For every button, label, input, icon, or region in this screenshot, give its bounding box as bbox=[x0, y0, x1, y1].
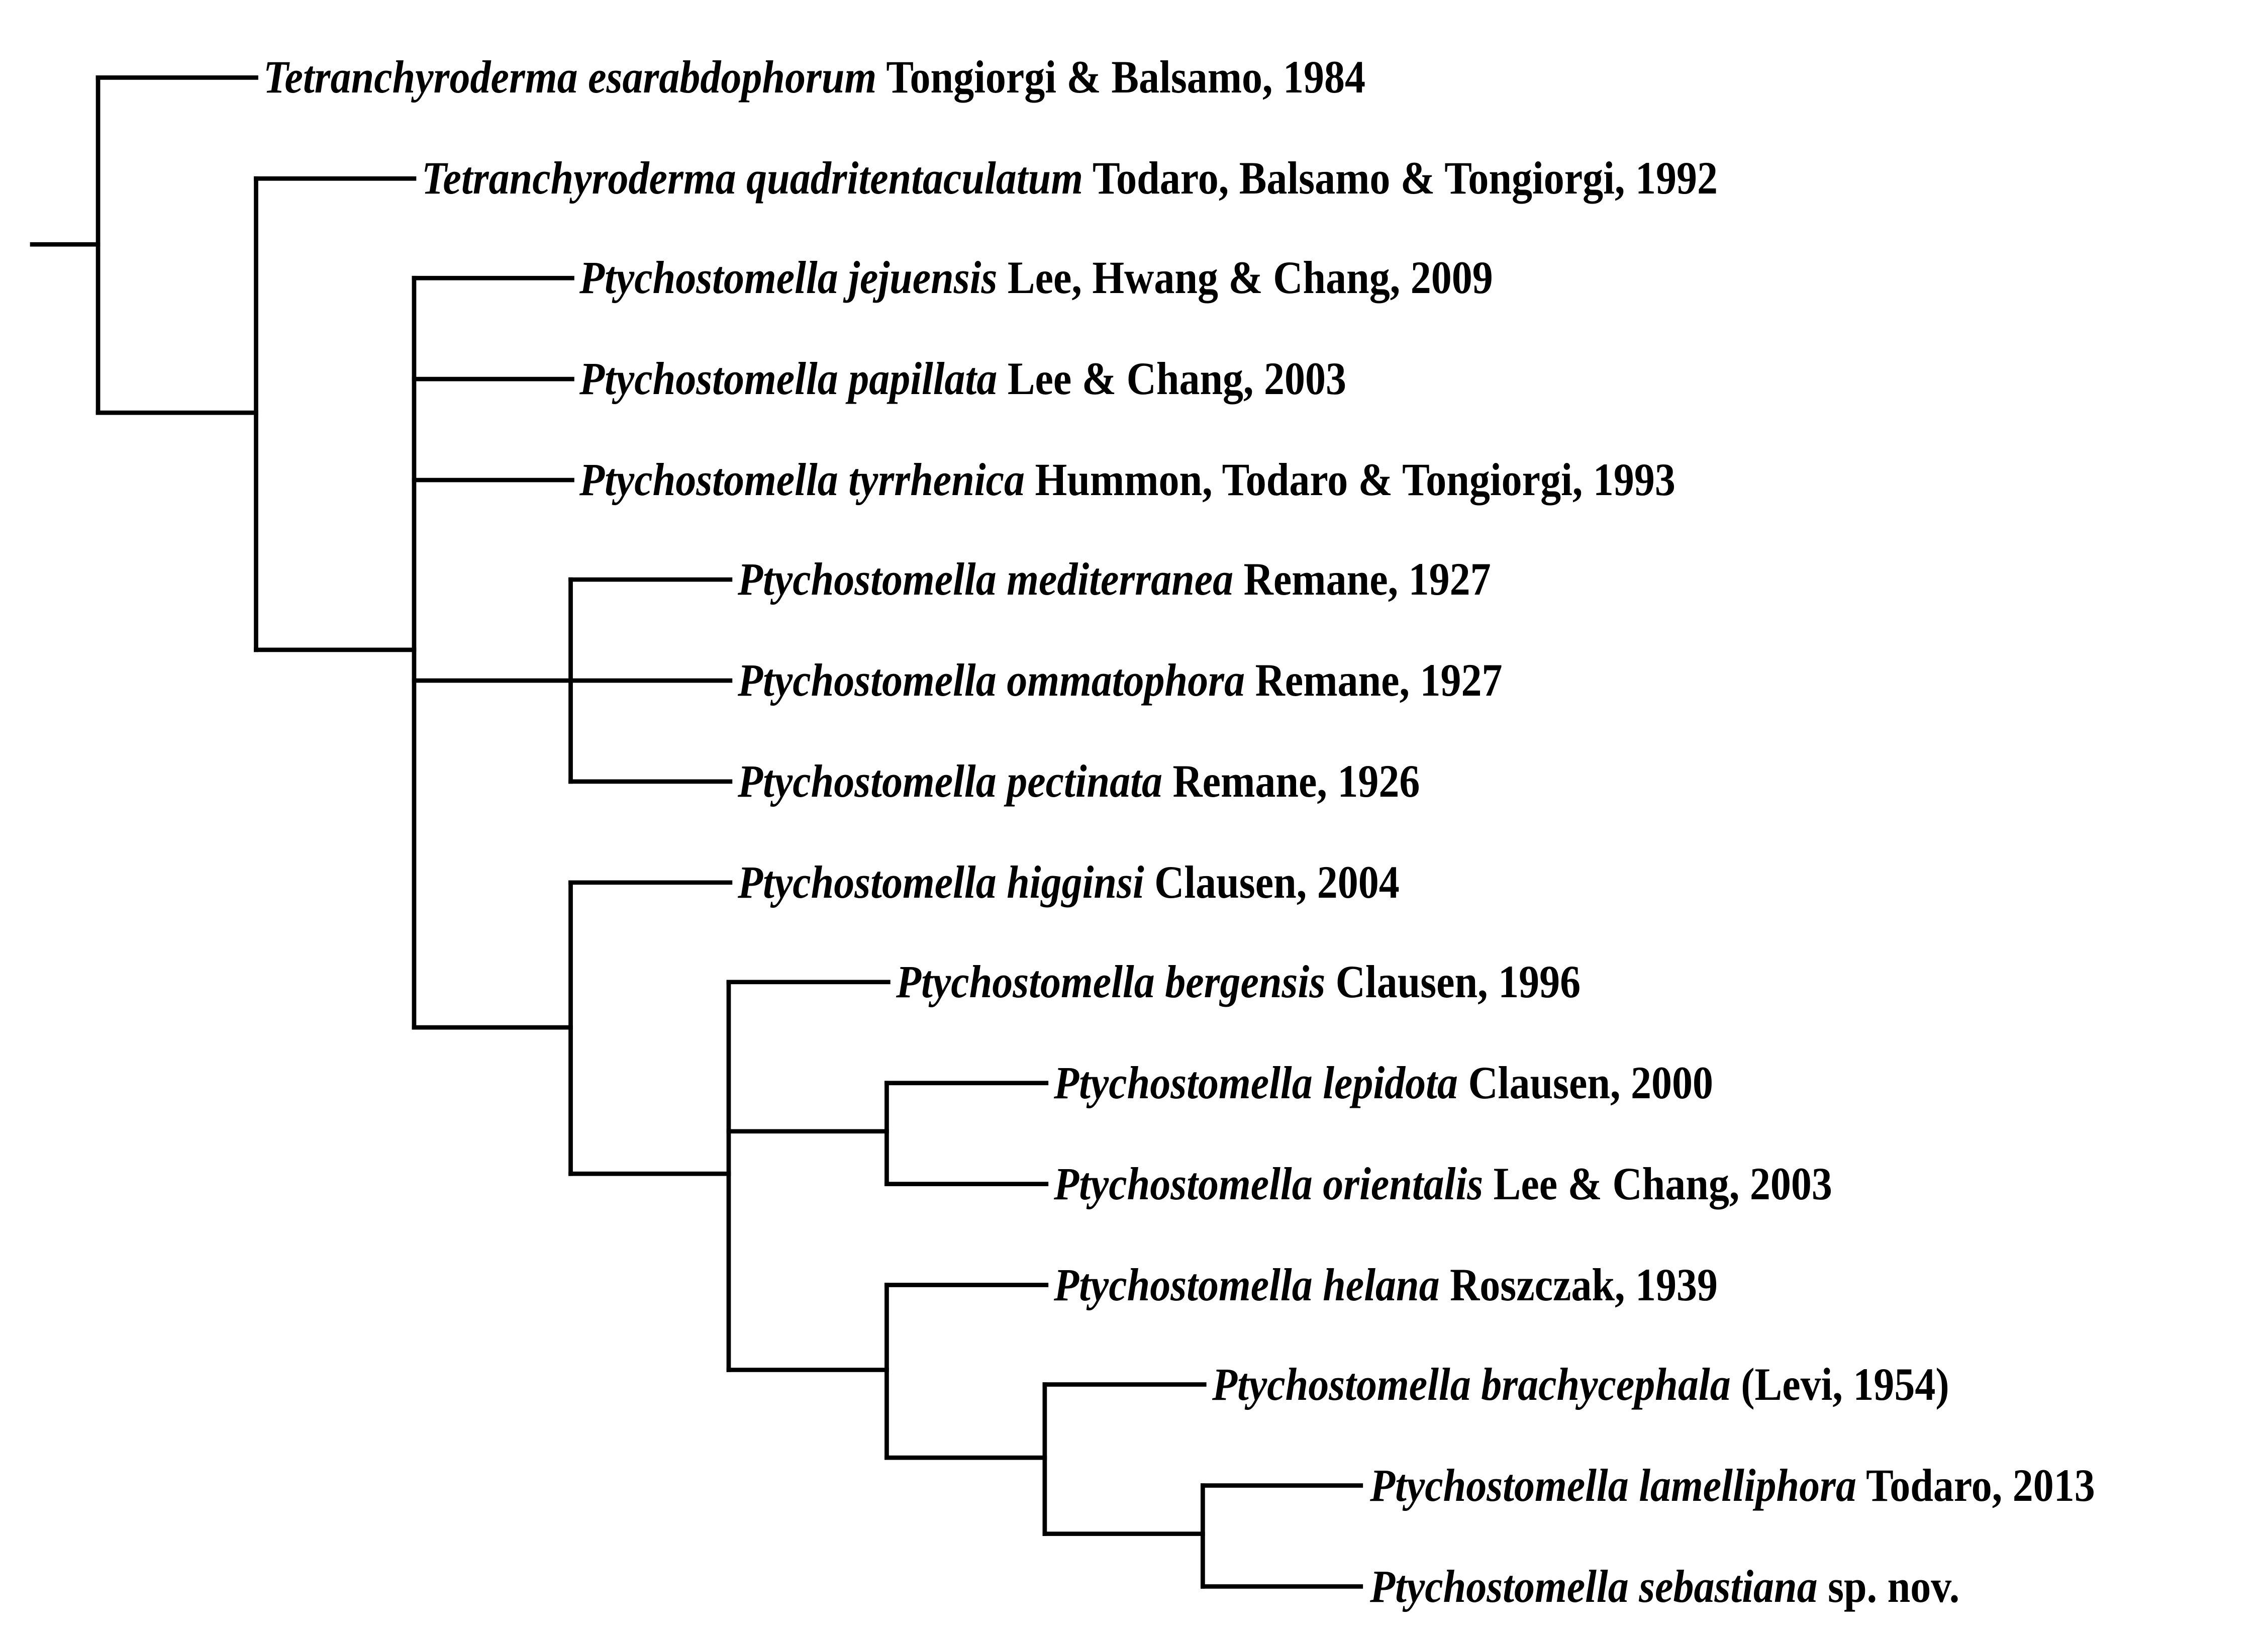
taxon-binomial: Ptychostomella tyrrhenica bbox=[579, 454, 1025, 506]
taxon-authority: Hummon, Todaro & Tongiorgi, 1993 bbox=[1035, 454, 1675, 506]
taxon-binomial: Ptychostomella brachycephala bbox=[1212, 1359, 1731, 1410]
taxon-authority: Roszczak, 1939 bbox=[1450, 1259, 1718, 1311]
taxon-binomial: Ptychostomella higginsi bbox=[738, 856, 1144, 908]
taxon-authority: Todaro, 2013 bbox=[1866, 1460, 2095, 1511]
taxon-label: Ptychostomella ommatophora Remane, 1927 bbox=[738, 657, 1503, 704]
taxon-label: Ptychostomella lepidota Clausen, 2000 bbox=[1054, 1060, 1713, 1106]
taxon-binomial: Ptychostomella sebastiana bbox=[1370, 1561, 1818, 1612]
taxon-label: Ptychostomella lamelliphora Todaro, 2013 bbox=[1370, 1463, 2095, 1509]
taxon-authority: Lee & Chang, 2003 bbox=[1007, 353, 1347, 405]
taxon-label: Ptychostomella sebastiana sp. nov. bbox=[1370, 1564, 1959, 1610]
taxon-authority: Remane, 1926 bbox=[1172, 755, 1420, 807]
taxon-label: Ptychostomella helana Roszczak, 1939 bbox=[1054, 1262, 1718, 1308]
taxon-authority: sp. nov. bbox=[1828, 1561, 1960, 1612]
taxon-label: Ptychostomella papillata Lee & Chang, 20… bbox=[579, 356, 1346, 402]
taxon-label: Ptychostomella pectinata Remane, 1926 bbox=[738, 758, 1420, 805]
taxon-binomial: Tetranchyroderma quadritentaculatum bbox=[422, 152, 1083, 204]
taxon-binomial: Ptychostomella lepidota bbox=[1054, 1057, 1458, 1109]
taxon-label: Ptychostomella brachycephala (Levi, 1954… bbox=[1212, 1362, 1949, 1408]
taxon-label: Tetranchyroderma quadritentaculatum Toda… bbox=[422, 155, 1718, 202]
taxon-authority: Lee, Hwang & Chang, 2009 bbox=[1007, 252, 1493, 304]
taxon-authority: Clausen, 2000 bbox=[1468, 1057, 1713, 1109]
taxon-label: Tetranchyroderma esarabdophorum Tongiorg… bbox=[263, 54, 1365, 101]
taxon-binomial: Ptychostomella papillata bbox=[579, 353, 998, 405]
taxon-authority: Remane, 1927 bbox=[1243, 553, 1491, 605]
taxon-binomial: Ptychostomella helana bbox=[1054, 1259, 1440, 1311]
taxon-label: Ptychostomella bergensis Clausen, 1996 bbox=[896, 959, 1581, 1005]
taxon-label: Ptychostomella orientalis Lee & Chang, 2… bbox=[1054, 1161, 1832, 1207]
taxon-binomial: Ptychostomella mediterranea bbox=[738, 553, 1234, 605]
taxon-binomial: Ptychostomella ommatophora bbox=[738, 654, 1245, 706]
taxon-binomial: Ptychostomella lamelliphora bbox=[1370, 1460, 1857, 1511]
taxon-authority: Remane, 1927 bbox=[1255, 654, 1503, 706]
taxon-authority: Clausen, 1996 bbox=[1335, 956, 1581, 1008]
taxon-label: Ptychostomella higginsi Clausen, 2004 bbox=[738, 859, 1400, 906]
taxon-authority: Lee & Chang, 2003 bbox=[1493, 1158, 1832, 1210]
taxon-binomial: Ptychostomella jejuensis bbox=[579, 252, 998, 304]
taxon-authority: (Levi, 1954) bbox=[1741, 1359, 1949, 1410]
taxon-binomial: Ptychostomella orientalis bbox=[1054, 1158, 1484, 1210]
taxon-binomial: Ptychostomella bergensis bbox=[896, 956, 1326, 1008]
taxon-binomial: Ptychostomella pectinata bbox=[738, 755, 1162, 807]
taxon-authority: Todaro, Balsamo & Tongiorgi, 1992 bbox=[1093, 152, 1718, 204]
taxon-label: Ptychostomella tyrrhenica Hummon, Todaro… bbox=[579, 457, 1675, 503]
taxon-authority: Tongiorgi & Balsamo, 1984 bbox=[886, 51, 1366, 103]
taxon-binomial: Tetranchyroderma esarabdophorum bbox=[263, 51, 877, 103]
taxon-authority: Clausen, 2004 bbox=[1154, 856, 1400, 908]
taxon-label: Ptychostomella mediterranea Remane, 1927 bbox=[738, 556, 1491, 603]
taxon-label: Ptychostomella jejuensis Lee, Hwang & Ch… bbox=[579, 255, 1493, 301]
